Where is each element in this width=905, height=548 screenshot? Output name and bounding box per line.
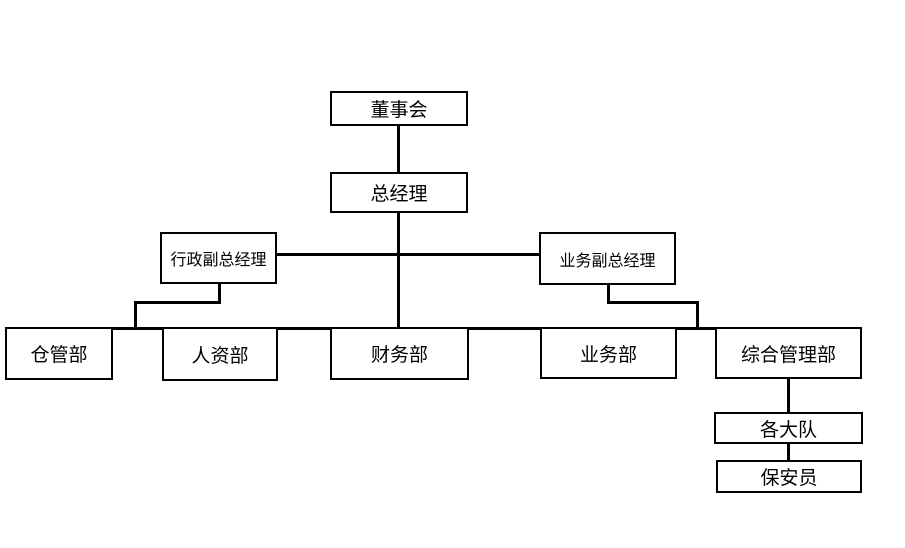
connector-gm-trunk bbox=[397, 211, 400, 328]
connector-admin-down bbox=[134, 301, 137, 329]
hr-dept-node: 人资部 bbox=[162, 327, 278, 381]
connector-business-down bbox=[696, 301, 699, 329]
board-node: 董事会 bbox=[330, 91, 468, 126]
connector-brigades-security bbox=[787, 442, 790, 462]
connector-mgmt-brigades bbox=[787, 377, 790, 414]
general-mgmt-dept-node: 综合管理部 bbox=[715, 327, 862, 379]
connector-board-gm bbox=[397, 124, 400, 173]
brigades-node: 各大队 bbox=[714, 412, 863, 444]
connector-admin-step bbox=[134, 301, 221, 304]
finance-dept-node: 财务部 bbox=[330, 327, 469, 380]
connector-vgm-horizontal bbox=[276, 253, 541, 256]
admin-vice-gm-node: 行政副总经理 bbox=[160, 232, 277, 284]
connector-admin-drop bbox=[218, 282, 221, 304]
connector-business-step bbox=[607, 301, 699, 304]
connector-business-drop bbox=[607, 283, 610, 304]
general-manager-node: 总经理 bbox=[330, 172, 468, 213]
business-dept-node: 业务部 bbox=[540, 327, 677, 379]
business-vice-gm-node: 业务副总经理 bbox=[539, 232, 676, 285]
security-staff-node: 保安员 bbox=[716, 460, 862, 493]
warehouse-dept-node: 仓管部 bbox=[5, 327, 113, 380]
